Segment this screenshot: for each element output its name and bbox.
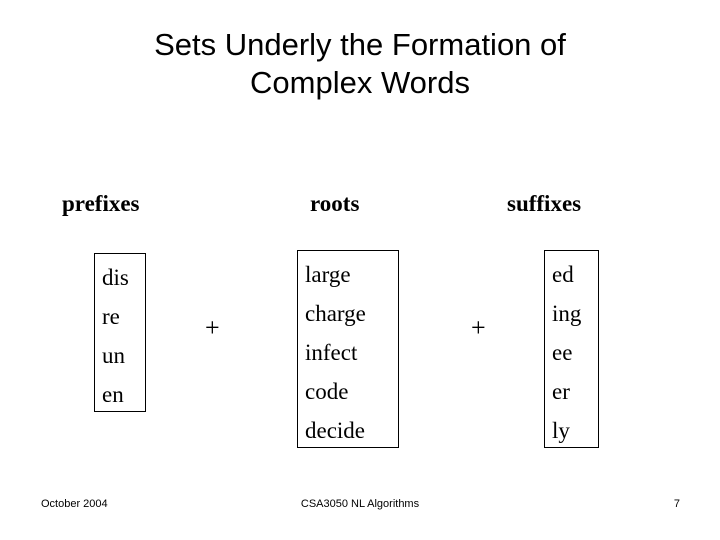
list-item: re (102, 304, 120, 329)
list-item: decide (305, 418, 366, 443)
title-line-2: Complex Words (250, 65, 470, 100)
page-title: Sets Underly the Formation of Complex Wo… (40, 26, 680, 102)
list-item: ed (552, 262, 574, 287)
set-box-suffixes: ed ing ee er ly (544, 250, 599, 448)
footer-date: October 2004 (41, 498, 108, 510)
list-item: charge (305, 301, 366, 326)
set-box-prefixes: dis re un en (94, 253, 146, 412)
footer-course: CSA3050 NL Algorithms (300, 498, 420, 510)
list-item: code (305, 379, 349, 404)
list-item: large (305, 262, 351, 287)
title-line-1: Sets Underly the Formation of (154, 27, 566, 62)
column-header-prefixes: prefixes (62, 191, 140, 216)
list-item: ing (552, 301, 582, 326)
list-item: er (552, 379, 570, 404)
list-item: infect (305, 340, 358, 365)
list-item: en (102, 382, 124, 407)
footer-page-number: 7 (673, 498, 680, 510)
list-item: dis (102, 265, 129, 290)
list-item: ee (552, 340, 573, 365)
column-header-suffixes: suffixes (507, 191, 582, 216)
column-header-roots: roots (310, 191, 360, 216)
set-box-roots: large charge infect code decide (297, 250, 399, 448)
list-item: un (102, 343, 125, 368)
list-item: ly (552, 418, 570, 443)
plus-operator-icon-1: + (205, 313, 220, 342)
plus-operator-icon-2: + (471, 313, 486, 342)
